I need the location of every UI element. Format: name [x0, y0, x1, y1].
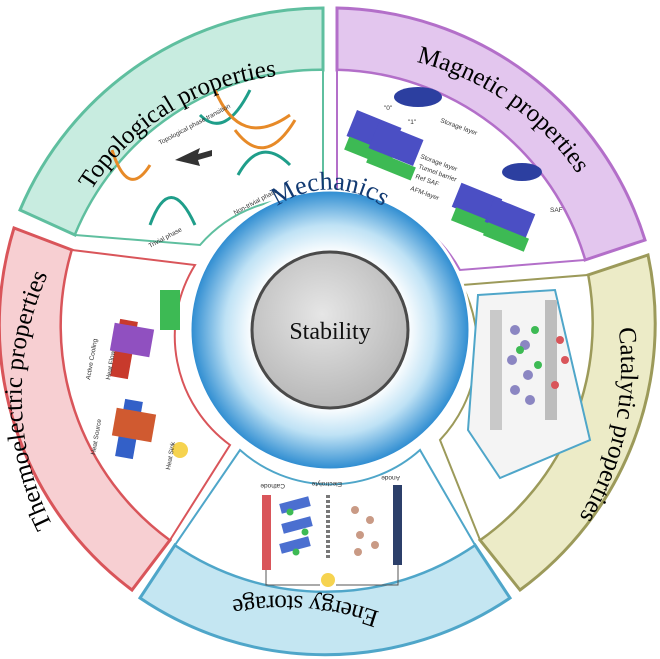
energy-illustration: Cathode Anode Electrolyte: [260, 474, 402, 587]
stability-label: Stability: [289, 319, 370, 345]
thermo-illustration: Heat Flow Heat Source Heat Sink Active C…: [85, 290, 188, 470]
catalytic-illustration: [466, 288, 592, 480]
anode-plate: [393, 485, 402, 565]
bulb-icon-2: [172, 442, 188, 458]
zero-label: "0": [384, 105, 393, 112]
thermo-panel: [59, 248, 232, 542]
battery-icon: [160, 290, 180, 330]
cathode-label: Cathode: [260, 482, 285, 489]
bulb-icon: [321, 573, 335, 587]
sector-bands: [0, 6, 657, 657]
anode-label: Anode: [381, 474, 400, 481]
disk-icon: [394, 87, 442, 107]
saf-label: SAF: [550, 207, 563, 214]
arrow-icon: [175, 148, 212, 166]
electrolyte-label: Electrolyte: [311, 480, 342, 487]
cathode-plate: [262, 495, 271, 570]
stability-core: [250, 250, 410, 410]
one-label: "1": [408, 119, 417, 126]
heat-sink-label: Heat Sink: [165, 441, 177, 471]
